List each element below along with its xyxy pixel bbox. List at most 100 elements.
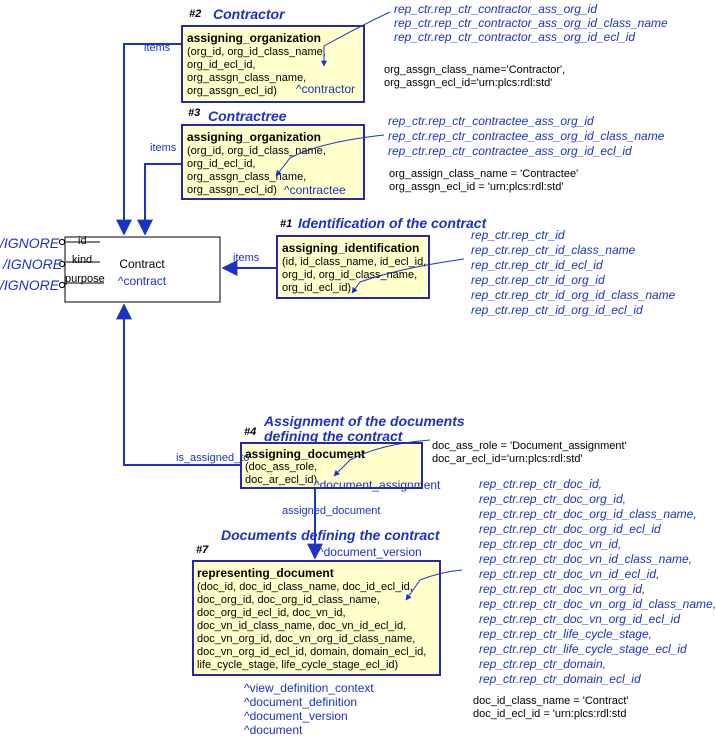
attr-ignore-kind: /IGNORE xyxy=(2,256,63,272)
contractor-paths: rep_ctr.rep_ctr_contractor_ass_org_id re… xyxy=(394,2,668,44)
documents-line-6: doc_vn_org_id_ecl_id, domain, domain_ecl… xyxy=(197,646,426,658)
contractee-items-link[interactable]: items xyxy=(137,142,182,236)
documents-path-9: rep_ctr.rep_ctr_doc_vn_org_id_class_name… xyxy=(479,597,716,611)
identification-items-label: items xyxy=(233,252,260,264)
documents-path-7: rep_ctr.rep_ctr_doc_vn_id_ecl_id, xyxy=(479,567,659,581)
attr-label-id: id xyxy=(78,235,87,247)
assignment-title-2: defining the contract xyxy=(264,428,404,444)
identification-path-3: rep_ctr.rep_ctr_id_ecl_id xyxy=(471,258,603,272)
assignment-line-1: (doc_ass_role, xyxy=(245,461,317,473)
contractee-paths: rep_ctr.rep_ctr_contractee_ass_org_id re… xyxy=(388,114,665,158)
contractor-path-3: rep_ctr.rep_ctr_contractor_ass_org_id_ec… xyxy=(394,30,635,44)
documents-path-12: rep_ctr.rep_ctr_life_cycle_stage_ecl_id xyxy=(479,642,687,656)
identification-paths: rep_ctr.rep_ctr_id rep_ctr.rep_ctr_id_cl… xyxy=(471,228,676,317)
contract-node[interactable]: Contract ^contract xyxy=(64,236,221,303)
documents-line-7: life_cycle_stage, life_cycle_stage_ecl_i… xyxy=(197,659,398,671)
identification-entity: assigning_identification xyxy=(282,241,419,255)
assignment-entity: assigning_document xyxy=(245,447,365,461)
contractee-items-label: items xyxy=(150,142,177,154)
attr-label-kind: kind xyxy=(72,254,92,266)
documents-path-11: rep_ctr.rep_ctr_life_cycle_stage, xyxy=(479,627,652,641)
assignment-note-2: doc_ar_ecl_id='urn:plcs:rdl:std' xyxy=(432,453,583,465)
contractor-node[interactable]: #2 Contractor assigning_organization (or… xyxy=(181,6,365,103)
contractee-path-2: rep_ctr.rep_ctr_contractee_ass_org_id_cl… xyxy=(388,129,665,143)
contract-attr-id: id /IGNORE xyxy=(0,235,100,251)
contractor-line-1: (org_id, org_id_class_name, xyxy=(187,46,326,58)
documents-path-10: rep_ctr.rep_ctr_doc_vn_org_id_ecl_id xyxy=(479,612,680,626)
contractee-line-2: org_id_ecl_id, xyxy=(187,158,256,170)
assignment-note-1: doc_ass_role = 'Document_assignment' xyxy=(432,440,627,452)
contractee-node[interactable]: #3 Contractree assigning_organization (o… xyxy=(181,107,365,200)
identification-number: #1 xyxy=(280,218,292,230)
contractor-mapping-arrow xyxy=(321,11,391,67)
contractor-entity: assigning_organization xyxy=(187,31,321,45)
documents-refs-bottom: ^view_definition_context ^document_defin… xyxy=(244,681,374,737)
documents-path-1: rep_ctr.rep_ctr_doc_id, xyxy=(479,477,602,491)
documents-ref-bottom-2: ^document_definition xyxy=(244,695,357,709)
contract-attr-kind: kind /IGNORE xyxy=(2,254,100,272)
documents-ref-top: ^document_version xyxy=(318,545,422,559)
is-assigned-to-link[interactable]: is_assigned_to xyxy=(116,303,249,466)
identification-line-2: org_id, org_id_class_name, xyxy=(282,269,417,281)
identification-mapping-arrow xyxy=(351,258,465,294)
documents-path-6: rep_ctr.rep_ctr_doc_vn_id_class_name, xyxy=(479,552,692,566)
documents-line-3: doc_org_id_ecl_id, doc_vn_id, xyxy=(197,607,346,619)
documents-title: Documents defining the contract xyxy=(221,527,441,543)
identification-path-1: rep_ctr.rep_ctr_id xyxy=(471,228,565,242)
documents-ref-bottom-4: ^document xyxy=(244,723,303,737)
assignment-node[interactable]: Assignment of the documents defining the… xyxy=(240,413,465,492)
identification-path-5: rep_ctr.rep_ctr_id_org_id_class_name xyxy=(471,288,676,302)
contractor-number: #2 xyxy=(189,8,201,20)
documents-line-5: doc_vn_org_id, doc_vn_org_id_class_name, xyxy=(197,633,415,645)
contractee-line-4: org_assgn_ecl_id) xyxy=(187,184,277,196)
contractor-notes: org_assgn_class_name='Contractor', org_a… xyxy=(384,64,565,89)
contractee-entity: assigning_organization xyxy=(187,130,321,144)
documents-note-2: doc_id_ecl_id = 'urn:plcs:rdl:std xyxy=(473,708,626,720)
contractor-line-3: org_assgn_class_name, xyxy=(187,72,306,84)
assignment-mapping-arrow xyxy=(333,439,431,477)
identification-line-3: org_id_ecl_id) xyxy=(282,282,351,294)
documents-note-1: doc_id_class_name = 'Contract' xyxy=(473,695,629,707)
documents-line-4: doc_vn_id_class_name, doc_vn_id_ecl_id, xyxy=(197,620,406,632)
documents-number: #7 xyxy=(196,544,209,556)
attr-ignore-purpose: /IGNORE xyxy=(0,277,60,293)
identification-items-link[interactable]: items xyxy=(221,252,277,276)
contractor-items-link[interactable]: items xyxy=(116,42,182,236)
contract-attr-purpose: purpose /IGNORE xyxy=(0,273,105,293)
identification-path-4: rep_ctr.rep_ctr_id_org_id xyxy=(471,273,605,287)
documents-path-14: rep_ctr.rep_ctr_domain_ecl_id xyxy=(479,672,641,686)
contractee-path-1: rep_ctr.rep_ctr_contractee_ass_org_id xyxy=(388,114,594,128)
assigned-document-link[interactable]: assigned_document xyxy=(282,488,380,560)
documents-paths: rep_ctr.rep_ctr_doc_id, rep_ctr.rep_ctr_… xyxy=(479,477,716,686)
contractor-items-label: items xyxy=(144,42,171,54)
assignment-number: #4 xyxy=(244,426,256,438)
documents-path-5: rep_ctr.rep_ctr_doc_vn_id, xyxy=(479,537,621,551)
contractee-line-3: org_assgn_class_name, xyxy=(187,171,306,183)
contractee-mapping-arrow xyxy=(275,134,385,177)
contractor-note-1: org_assgn_class_name='Contractor', xyxy=(384,64,565,76)
documents-path-13: rep_ctr.rep_ctr_domain, xyxy=(479,657,606,671)
documents-path-8: rep_ctr.rep_ctr_doc_vn_org_id, xyxy=(479,582,645,596)
contractee-note-1: org_assign_class_name = 'Contractee' xyxy=(389,168,578,180)
documents-node[interactable]: Documents defining the contract ^documen… xyxy=(192,527,441,676)
attr-ignore-id: /IGNORE xyxy=(0,235,60,251)
assignment-notes: doc_ass_role = 'Document_assignment' doc… xyxy=(432,440,627,465)
contractor-title: Contractor xyxy=(213,6,286,22)
contractor-path-1: rep_ctr.rep_ctr_contractor_ass_org_id xyxy=(394,2,597,16)
contractee-ref: ^contractee xyxy=(284,183,346,197)
contractor-ref: ^contractor xyxy=(296,82,355,96)
identification-path-6: rep_ctr.rep_ctr_id_org_id_ecl_id xyxy=(471,303,643,317)
identification-line-1: (id, id_class_name, id_ecl_id, xyxy=(282,256,426,268)
contractee-path-3: rep_ctr.rep_ctr_contractee_ass_org_id_ec… xyxy=(388,144,632,158)
documents-path-2: rep_ctr.rep_ctr_doc_org_id, xyxy=(479,492,626,506)
contractee-note-2: org_assgn_ecl_id = 'urn:plcs:rdl:std' xyxy=(389,181,564,193)
documents-entity: representing_document xyxy=(197,566,334,580)
assignment-title-1: Assignment of the documents xyxy=(263,413,465,429)
contractee-line-1: (org_id, org_id_class_name, xyxy=(187,145,326,157)
identification-path-2: rep_ctr.rep_ctr_id_class_name xyxy=(471,243,636,257)
documents-line-2: doc_org_id, doc_org_id_class_name, xyxy=(197,594,380,606)
is-assigned-to-label: is_assigned_to xyxy=(176,452,249,464)
identification-node[interactable]: #1 Identification of the contract assign… xyxy=(276,215,488,299)
